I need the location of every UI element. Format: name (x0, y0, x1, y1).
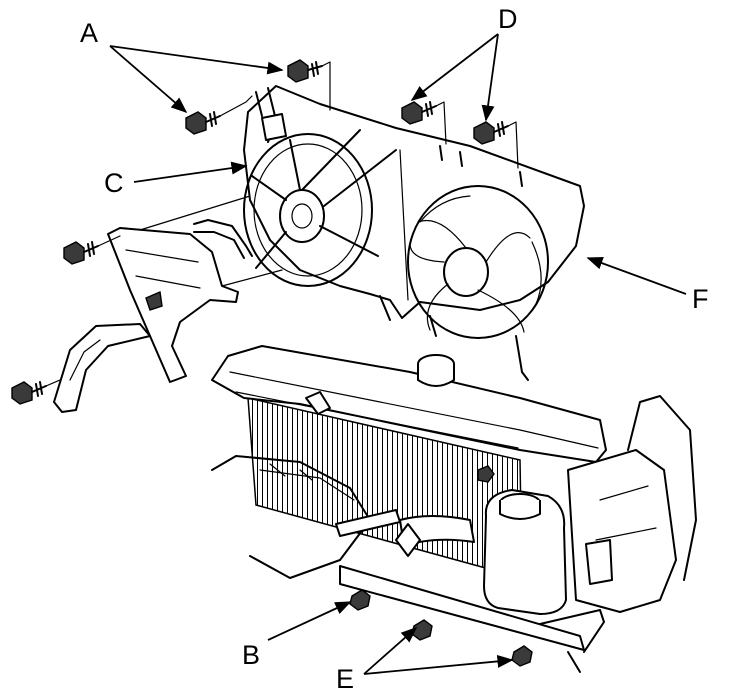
lower-rail (339, 565, 585, 651)
leader-a-lower (109, 45, 188, 114)
bolt-b (349, 589, 371, 611)
leader-a-upper (109, 45, 284, 75)
leader-b (267, 601, 352, 641)
callout-leaders (109, 33, 687, 675)
bolt-a-upper (287, 59, 323, 83)
bolt-a-lower (185, 111, 221, 135)
leader-e-left (363, 626, 418, 675)
bolt-d-right (473, 121, 509, 145)
radiator-assembly (211, 345, 697, 673)
reserve-tank (483, 489, 567, 615)
fan-shroud (243, 85, 585, 381)
lower-bracket (53, 323, 151, 413)
radiator-cap (417, 354, 455, 387)
callout-label-f: F (692, 284, 709, 314)
leader-d-left (410, 33, 499, 101)
left-fan-motor (279, 189, 325, 243)
leader-c (133, 161, 248, 183)
bolt-left-mid (63, 241, 99, 265)
callout-label-a: A (80, 18, 98, 48)
guide-lines (45, 61, 519, 387)
side-frame (567, 449, 677, 613)
shroud-body (243, 85, 585, 319)
left-brackets (53, 219, 253, 413)
upper-bracket (107, 227, 239, 383)
leader-d-right (481, 33, 499, 122)
right-fan-hub (443, 247, 489, 297)
left-fan-ring (243, 133, 373, 287)
callout-label-e: E (336, 664, 354, 692)
bolt-d-left (401, 101, 437, 125)
bolt-left-low (11, 381, 47, 405)
callout-labels: A D C F B E (80, 4, 709, 692)
callout-label-b: B (242, 640, 260, 670)
callout-label-c: C (104, 168, 124, 198)
leader-f (586, 256, 687, 295)
leader-e-right (363, 654, 514, 675)
bolt-e-right (511, 645, 533, 667)
callout-label-d: D (498, 4, 518, 34)
right-fan-ring (407, 185, 549, 339)
